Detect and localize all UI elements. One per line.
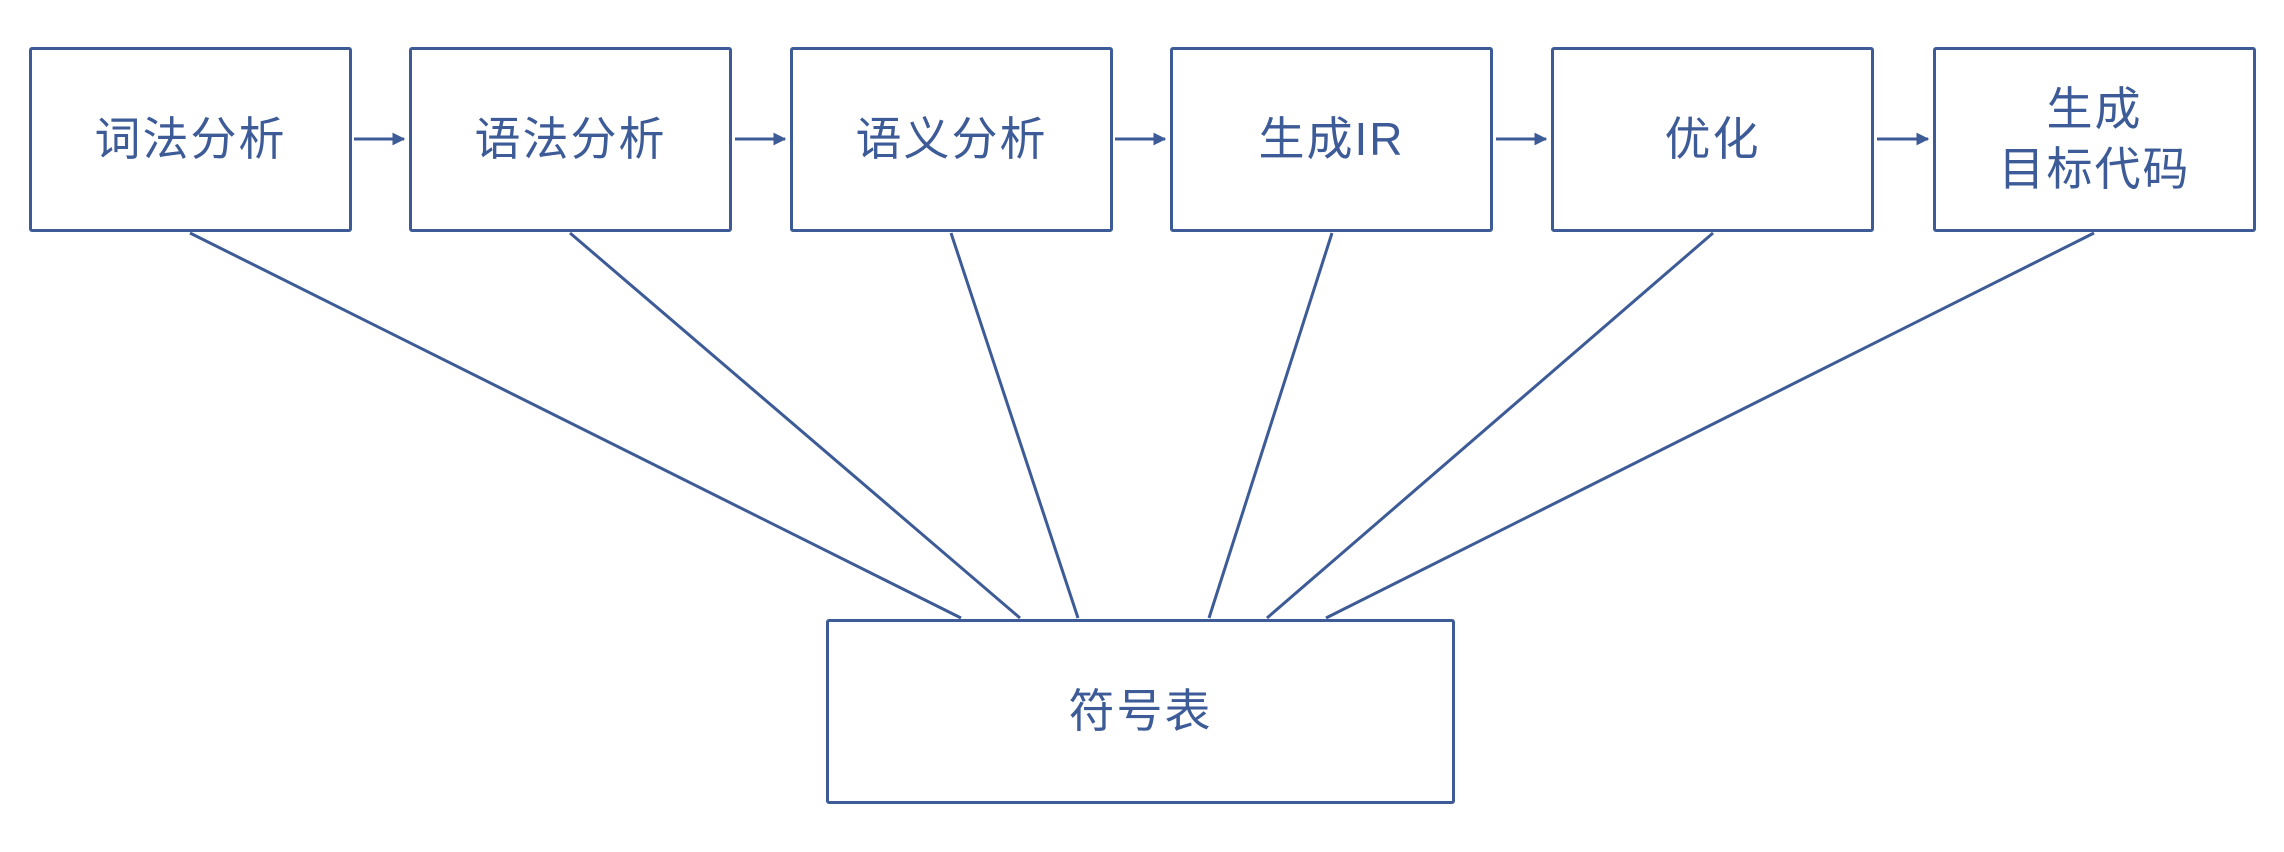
symbol-table-link-line <box>1266 231 1714 620</box>
node-ir-generation: 生成IR <box>1170 47 1493 232</box>
node-semantic-analysis: 语义分析 <box>790 47 1113 232</box>
node-target-code-generation: 生成 目标代码 <box>1933 47 2256 232</box>
symbol-table-link-line <box>1325 231 2095 620</box>
symbol-table-link-line <box>569 231 1021 620</box>
node-optimization: 优化 <box>1551 47 1874 232</box>
symbol-table-link-line <box>1207 232 1334 619</box>
symbol-table-link-line <box>949 232 1080 619</box>
node-lexical-analysis: 词法分析 <box>29 47 352 232</box>
node-syntax-analysis: 语法分析 <box>409 47 732 232</box>
node-symbol-table: 符号表 <box>826 619 1455 804</box>
symbol-table-link-line <box>189 231 962 620</box>
